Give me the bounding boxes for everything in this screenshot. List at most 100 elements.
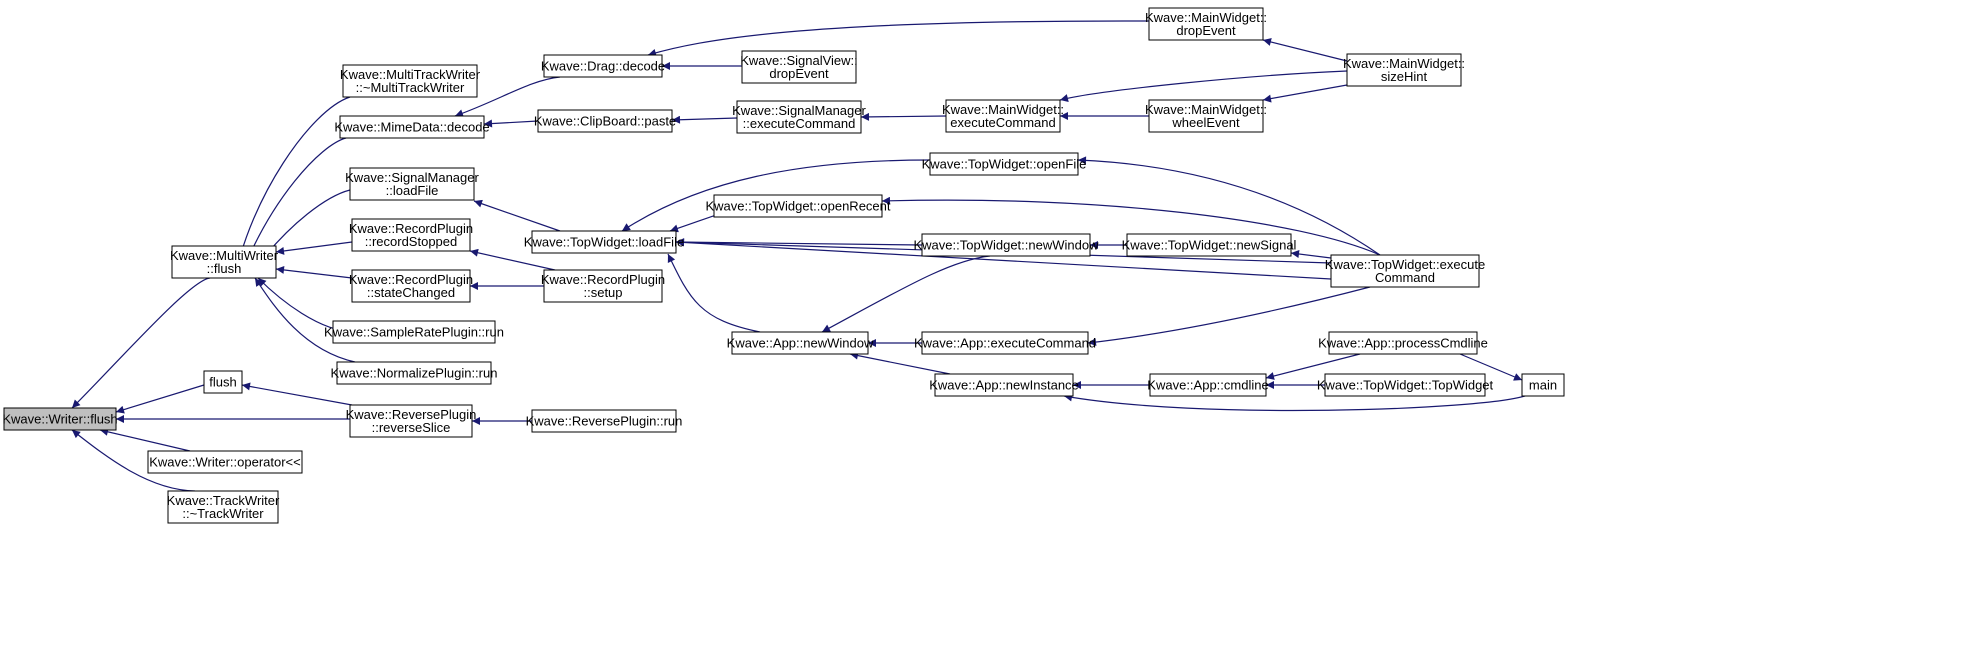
node-app-newwindow[interactable]: Kwave::App::newWindow (727, 331, 874, 355)
node-app-exec[interactable]: Kwave::App::executeCommand (914, 331, 1096, 355)
edge-11 (71, 429, 196, 492)
node-box (531, 409, 677, 433)
node-box (1148, 99, 1264, 133)
node-label: sizeHint (1381, 69, 1428, 84)
node-box (147, 450, 303, 474)
node-box (736, 100, 862, 134)
node-drag-decode[interactable]: Kwave::Drag::decode (541, 54, 665, 78)
node-box (1148, 7, 1264, 41)
edge-13 (483, 119, 539, 128)
node-label: ::recordStopped (365, 234, 458, 249)
node-mime-decode[interactable]: Kwave::MimeData::decode (334, 115, 490, 139)
node-rp-setup[interactable]: Kwave::RecordPlugin::setup (541, 269, 665, 303)
edge-7 (254, 277, 356, 363)
node-rp-stopped[interactable]: Kwave::RecordPlugin::recordStopped (349, 218, 473, 252)
node-label: Kwave::TopWidget::TopWidget (1317, 378, 1494, 393)
node-box (351, 269, 471, 303)
node-box (1346, 53, 1462, 87)
node-label: Kwave::RecordPlugin (349, 272, 473, 287)
node-flush[interactable]: flush (203, 370, 243, 394)
node-tw-newwindow[interactable]: Kwave::TopWidget::newWindow (914, 233, 1100, 257)
node-tw-newsignal[interactable]: Kwave::TopWidget::newSignal (1122, 233, 1297, 257)
node-label: executeCommand (950, 115, 1056, 130)
node-sm-exec[interactable]: Kwave::SignalManager::executeCommand (732, 100, 867, 134)
edge-25 (621, 159, 931, 232)
node-label: Kwave::Writer::operator<< (149, 455, 301, 470)
node-box (921, 331, 1089, 355)
node-label: ::~TrackWriter (182, 506, 264, 521)
node-box (741, 50, 857, 84)
node-label: Kwave::TrackWriter (167, 493, 280, 508)
node-label: Kwave::MultiWriter (170, 248, 279, 263)
edge-44 (1265, 353, 1361, 380)
edge-20 (671, 115, 738, 124)
node-srp-run[interactable]: Kwave::SampleRatePlugin::run (324, 320, 504, 344)
node-label: Kwave::SignalView:: (740, 53, 858, 68)
node-label: Kwave::RecordPlugin (349, 221, 473, 236)
node-label: Kwave::NormalizePlugin::run (331, 366, 498, 381)
edge-27 (860, 112, 947, 121)
node-sv-drop[interactable]: Kwave::SignalView::dropEvent (740, 50, 858, 84)
node-box (713, 194, 883, 218)
edge-26 (667, 253, 761, 333)
node-label: Kwave::MainWidget:: (1343, 56, 1465, 71)
node-tw-openrecent[interactable]: Kwave::TopWidget::openRecent (706, 194, 891, 218)
node-mw-drop[interactable]: Kwave::MainWidget::dropEvent (1145, 7, 1267, 41)
edge-15 (473, 199, 561, 232)
node-mw-wheel[interactable]: Kwave::MainWidget::wheelEvent (1145, 99, 1267, 133)
edge-28 (647, 20, 1150, 57)
node-main[interactable]: main (1521, 373, 1565, 397)
node-label: Kwave::App::processCmdline (1318, 336, 1488, 351)
node-mw-sizehint[interactable]: Kwave::MainWidget::sizeHint (1343, 53, 1465, 87)
node-label: Kwave::TopWidget::newWindow (914, 238, 1100, 253)
node-label: Kwave::ClipBoard::paste (534, 114, 676, 129)
node-box (1328, 331, 1478, 355)
edge-36 (1077, 156, 1381, 256)
node-box (1330, 254, 1480, 288)
node-box (171, 245, 277, 279)
node-app-proc[interactable]: Kwave::App::processCmdline (1318, 331, 1488, 355)
node-tw-openfile[interactable]: Kwave::TopWidget::openFile (922, 152, 1087, 176)
node-trackwriter-dtor[interactable]: Kwave::TrackWriter::~TrackWriter (167, 490, 280, 524)
node-mtw-dtor[interactable]: Kwave::MultiTrackWriter::~MultiTrackWrit… (340, 64, 481, 98)
node-app-newinst[interactable]: Kwave::App::newInstance (929, 373, 1079, 397)
node-label: Kwave::Drag::decode (541, 59, 665, 74)
node-label: ::reverseSlice (372, 420, 451, 435)
node-tw-loadfile[interactable]: Kwave::TopWidget::loadFile (524, 230, 684, 254)
node-mw-exec[interactable]: Kwave::MainWidget::executeCommand (942, 99, 1064, 133)
node-sm-loadfile[interactable]: Kwave::SignalManager::loadFile (345, 167, 480, 201)
node-app-cmdline[interactable]: Kwave::App::cmdline (1147, 373, 1269, 397)
node-box (537, 109, 673, 133)
node-label: Kwave::RecordPlugin (541, 272, 665, 287)
node-writer-op[interactable]: Kwave::Writer::operator<< (147, 450, 303, 474)
node-rev-slice[interactable]: Kwave::ReversePlugin::reverseSlice (346, 404, 477, 438)
node-multiwriter-flush[interactable]: Kwave::MultiWriter::flush (170, 245, 279, 279)
node-label: ::flush (207, 261, 242, 276)
node-label: Kwave::ReversePlugin (346, 407, 477, 422)
node-box (1126, 233, 1292, 257)
node-label: Kwave::MainWidget:: (942, 102, 1064, 117)
node-label: Command (1375, 270, 1435, 285)
node-clip-paste[interactable]: Kwave::ClipBoard::paste (534, 109, 676, 133)
node-box (203, 370, 243, 394)
node-tw-exec[interactable]: Kwave::TopWidget::executeCommand (1325, 254, 1485, 288)
node-box (349, 404, 473, 438)
node-np-run[interactable]: Kwave::NormalizePlugin::run (331, 361, 498, 385)
node-label: Kwave::Writer::flush (2, 412, 117, 427)
node-tw-ctor[interactable]: Kwave::TopWidget::TopWidget (1317, 373, 1494, 397)
node-box (934, 373, 1074, 397)
node-rp-state[interactable]: Kwave::RecordPlugin::stateChanged (349, 269, 473, 303)
edge-23 (675, 238, 1332, 280)
node-label: Kwave::TopWidget::newSignal (1122, 238, 1297, 253)
node-writer-flush[interactable]: Kwave::Writer::flush (2, 407, 118, 431)
node-label: Kwave::SampleRatePlugin::run (324, 325, 504, 340)
node-label: Kwave::SignalManager (732, 103, 866, 118)
edge-8 (115, 384, 205, 414)
node-box (351, 218, 471, 252)
edge-4 (275, 241, 353, 255)
node-label: Kwave::MainWidget:: (1145, 102, 1267, 117)
node-box (1324, 373, 1486, 397)
node-box (929, 152, 1079, 176)
node-label: Kwave::TopWidget::execute (1325, 257, 1485, 272)
node-rev-run[interactable]: Kwave::ReversePlugin::run (526, 409, 683, 433)
